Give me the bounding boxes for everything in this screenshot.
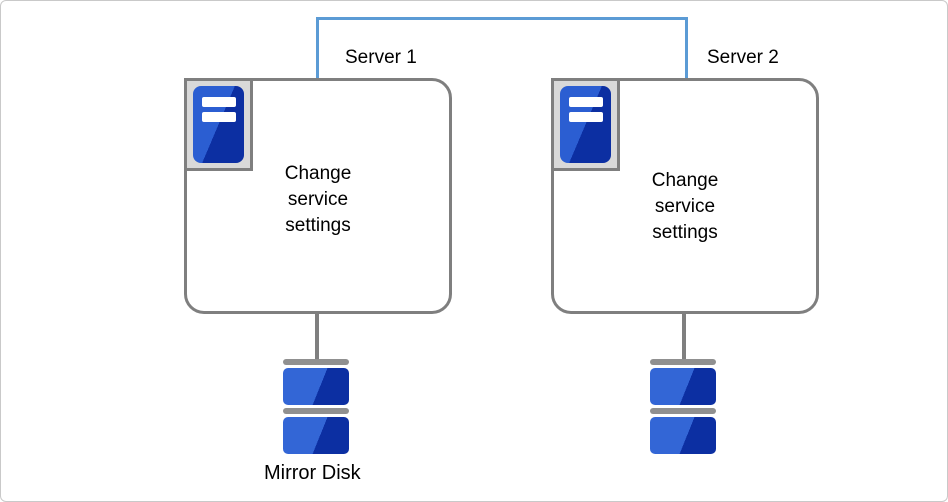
server-slot [569, 97, 603, 107]
disk-body [283, 368, 349, 405]
mirror-disk-label: Mirror Disk [264, 462, 361, 484]
box-text-line: service [287, 189, 349, 210]
disk-platter-bar [283, 359, 349, 365]
box-text-line: Change [651, 170, 719, 191]
server2-box-text: Change service settings [551, 168, 819, 246]
disk-platter-bar [650, 408, 716, 414]
server-slot [569, 112, 603, 122]
server2-label: Server 2 [707, 47, 779, 68]
server-icon [551, 78, 620, 171]
disk-platter-bar [650, 359, 716, 365]
disk-body [650, 417, 716, 454]
disk-stack-icon [283, 359, 349, 457]
disk-body [283, 417, 349, 454]
server-slot [202, 97, 236, 107]
server1-label: Server 1 [345, 47, 417, 68]
disk-body [650, 368, 716, 405]
box-text-line: Change [284, 163, 352, 184]
box-text-line: settings [652, 222, 718, 243]
server2-disk-connector-line [682, 312, 686, 360]
server-slot [202, 112, 236, 122]
server-interconnect-line [316, 17, 688, 78]
server-tower-shape [193, 86, 244, 163]
box-text-line: service [654, 196, 716, 217]
server1-box-text: Change service settings [184, 161, 452, 239]
disk-stack-icon [650, 359, 716, 457]
server1-disk-connector-line [315, 312, 319, 360]
disk-platter-bar [283, 408, 349, 414]
server-icon [184, 78, 253, 171]
box-text-line: settings [285, 215, 351, 236]
server-tower-shape [560, 86, 611, 163]
